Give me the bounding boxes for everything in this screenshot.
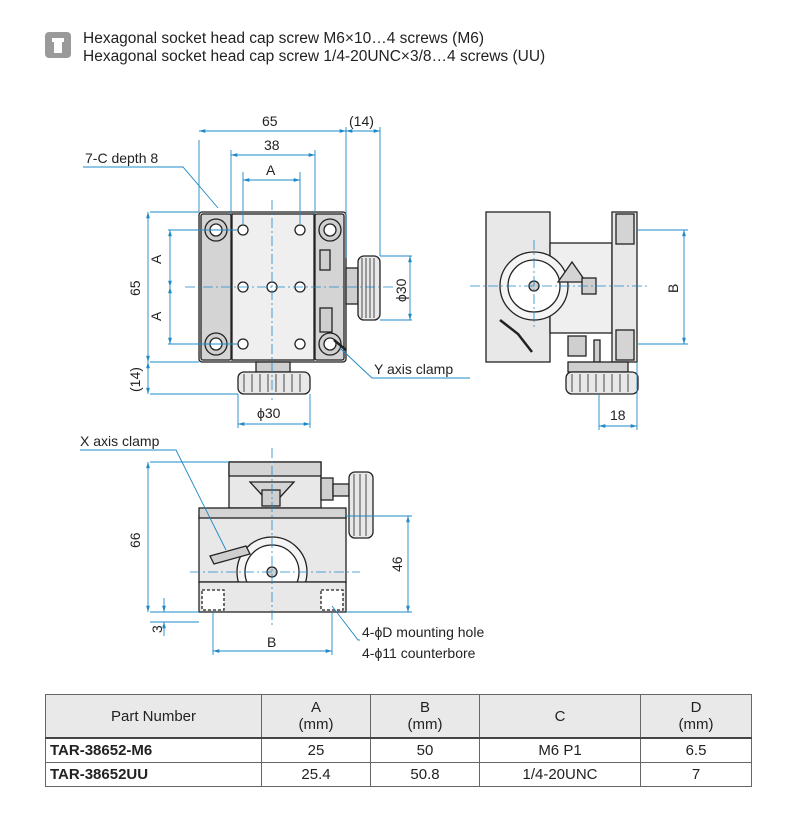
cell-d: 6.5 [640, 737, 752, 763]
col-c: C [479, 694, 641, 739]
dim-38: 38 [264, 137, 280, 153]
dim-18: 18 [610, 407, 626, 423]
cell-c: M6 P1 [479, 737, 641, 763]
table-header-row: Part Number A(mm) B(mm) C D(mm) [45, 694, 752, 739]
col-d: D(mm) [640, 694, 752, 739]
callout-counterbore: 4-ϕ11 counterbore [362, 645, 476, 661]
dim-14-left: (14) [127, 367, 143, 392]
screw-note-uu: Hexagonal socket head cap screw 1/4-20UN… [83, 48, 546, 65]
top-view [198, 211, 381, 395]
stage-drawing: 65 (14) 38 A 7-C depth 8 A A 65 (14) ϕ30… [80, 113, 688, 661]
col-b: B(mm) [370, 694, 480, 739]
col-part-number: Part Number [45, 694, 262, 739]
dim-b-side: B [665, 284, 681, 293]
table-row: TAR-38652UU 25.4 50.8 1/4-20UNC 7 [45, 762, 752, 787]
cell-part-number: TAR-38652-M6 [45, 737, 262, 763]
callout-y-axis-clamp: Y axis clamp [374, 361, 453, 377]
screw-note-m6: Hexagonal socket head cap screw M6×10…4 … [83, 30, 485, 47]
dim-14-top: (14) [349, 113, 374, 129]
dim-phi30-right: ϕ30 [393, 278, 409, 302]
dim-b-front: B [267, 634, 276, 650]
dim-3: 3 [149, 625, 165, 633]
dim-65-top: 65 [262, 113, 278, 129]
dim-a-top: A [266, 162, 276, 178]
table-row: TAR-38652-M6 25 50 M6 P1 6.5 [45, 737, 752, 763]
top-view-centerlines [185, 200, 395, 400]
dim-65-left: 65 [127, 280, 143, 296]
side-view-dimensions [598, 229, 688, 430]
top-view-dimensions [83, 127, 470, 428]
cell-b: 50.8 [370, 762, 480, 787]
cell-a: 25.4 [261, 762, 371, 787]
dim-a-left-1: A [148, 254, 164, 264]
dim-46: 46 [389, 556, 405, 572]
cell-b: 50 [370, 737, 480, 763]
front-view-dimensions [80, 449, 412, 655]
callout-7c-depth: 7-C depth 8 [85, 150, 158, 166]
col-a: A(mm) [261, 694, 371, 739]
dim-phi30-bottom: ϕ30 [257, 405, 281, 421]
front-view [198, 461, 374, 613]
cell-d: 7 [640, 762, 752, 787]
screw-icon [45, 32, 71, 58]
cell-c: 1/4-20UNC [479, 762, 641, 787]
dim-66: 66 [127, 532, 143, 548]
dim-a-left-2: A [148, 311, 164, 321]
side-view [485, 211, 639, 395]
cell-part-number: TAR-38652UU [45, 762, 262, 787]
cell-a: 25 [261, 737, 371, 763]
spec-table: Part Number A(mm) B(mm) C D(mm) TAR-3865… [45, 694, 752, 787]
callout-mounting-hole: 4-ϕD mounting hole [362, 624, 484, 640]
callout-x-axis-clamp: X axis clamp [80, 433, 160, 449]
